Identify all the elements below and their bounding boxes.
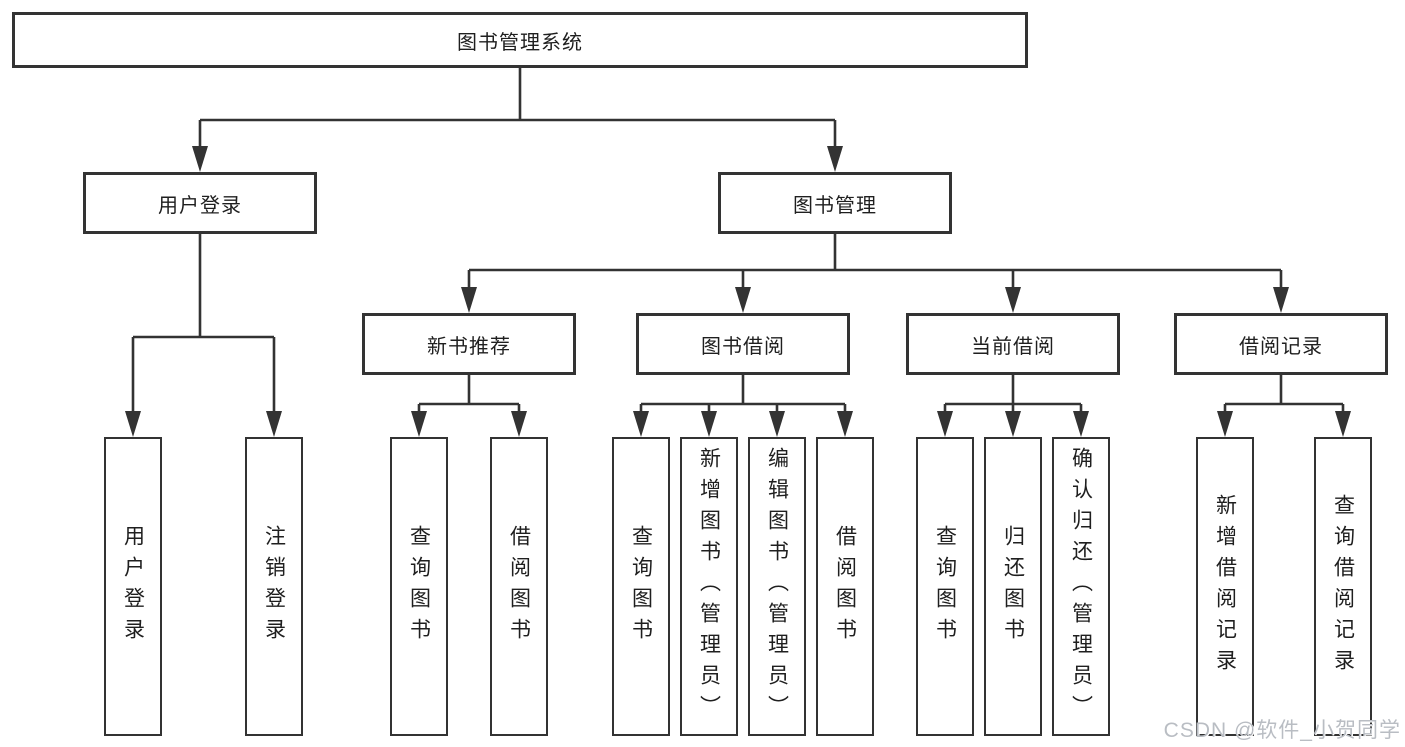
leaf-label: 新增借阅记录 (1213, 493, 1237, 680)
leaf-label: 归还图书 (1001, 524, 1025, 649)
leaf-label: 查询图书 (933, 524, 957, 649)
leaf-confirm-return-admin: 确认归还（管理员） (1052, 437, 1110, 736)
leaf-label: 借阅图书 (833, 524, 857, 649)
leaf-label: 借阅图书 (507, 524, 531, 649)
arrowhead-book-mgmt (827, 146, 843, 172)
arrowhead-leaf (769, 411, 785, 437)
node-label: 图书管理 (793, 194, 877, 217)
arrowhead-leaf (411, 411, 427, 437)
node-label: 图书管理系统 (457, 31, 583, 54)
node-library-management-system: 图书管理系统 (12, 12, 1028, 68)
arrowhead-leaf (701, 411, 717, 437)
leaf-query-books-rec: 查询图书 (390, 437, 448, 736)
leaf-add-borrow-record: 新增借阅记录 (1196, 437, 1254, 736)
arrowhead-leaf-user-login (125, 411, 141, 437)
arrowhead-leaf (937, 411, 953, 437)
node-label: 当前借阅 (971, 335, 1055, 358)
arrowhead-leaf-logout (266, 411, 282, 437)
leaf-borrow-books: 借阅图书 (816, 437, 874, 736)
arrowhead-leaf (1073, 411, 1089, 437)
arrowhead-book-borrow (735, 287, 751, 313)
connector-current-borrow-to-leaves (943, 375, 1083, 415)
arrowhead-borrow-records (1273, 287, 1289, 313)
connector-root-to-level2 (198, 68, 837, 150)
connector-new-book-rec-to-leaves (417, 375, 521, 415)
csdn-watermark: CSDN @软件_小贺同学 (1163, 719, 1401, 742)
node-current-borrow: 当前借阅 (906, 313, 1120, 375)
arrowhead-current-borrow (1005, 287, 1021, 313)
leaf-edit-books-admin: 编辑图书（管理员） (748, 437, 806, 736)
node-label: 图书借阅 (701, 335, 785, 358)
leaf-label: 确认归还（管理员） (1069, 447, 1093, 726)
arrowhead-leaf (633, 411, 649, 437)
arrowhead-leaf (1217, 411, 1233, 437)
arrowhead-new-book-rec (461, 287, 477, 313)
leaf-label: 查询图书 (407, 524, 431, 649)
leaf-borrow-books-rec: 借阅图书 (490, 437, 548, 736)
leaf-label: 编辑图书（管理员） (765, 447, 789, 726)
node-book-borrow: 图书借阅 (636, 313, 850, 375)
leaf-label: 查询借阅记录 (1331, 493, 1355, 680)
arrowhead-user-login (192, 146, 208, 172)
arrowhead-leaf (837, 411, 853, 437)
leaf-query-books-borrow: 查询图书 (612, 437, 670, 736)
node-label: 新书推荐 (427, 335, 511, 358)
leaf-label: 用户登录 (121, 524, 145, 649)
leaf-query-borrow-record: 查询借阅记录 (1314, 437, 1372, 736)
connector-user-login-to-leaves (131, 234, 276, 415)
leaf-label: 新增图书（管理员） (697, 447, 721, 726)
node-user-login: 用户登录 (83, 172, 317, 234)
node-label: 借阅记录 (1239, 335, 1323, 358)
node-book-management: 图书管理 (718, 172, 952, 234)
node-borrow-records: 借阅记录 (1174, 313, 1388, 375)
connector-book-borrow-to-leaves (639, 375, 847, 415)
node-label: 用户登录 (158, 194, 242, 217)
node-new-book-recommend: 新书推荐 (362, 313, 576, 375)
arrowhead-leaf (1335, 411, 1351, 437)
leaf-add-books-admin: 新增图书（管理员） (680, 437, 738, 736)
arrowhead-leaf (1005, 411, 1021, 437)
leaf-return-books: 归还图书 (984, 437, 1042, 736)
connector-borrow-records-to-leaves (1223, 375, 1345, 415)
leaf-label: 查询图书 (629, 524, 653, 649)
leaf-query-books-current: 查询图书 (916, 437, 974, 736)
connector-book-mgmt-to-level3 (467, 234, 1283, 291)
arrowhead-leaf (511, 411, 527, 437)
leaf-user-login: 用户登录 (104, 437, 162, 736)
leaf-logout: 注销登录 (245, 437, 303, 736)
leaf-label: 注销登录 (262, 524, 286, 649)
